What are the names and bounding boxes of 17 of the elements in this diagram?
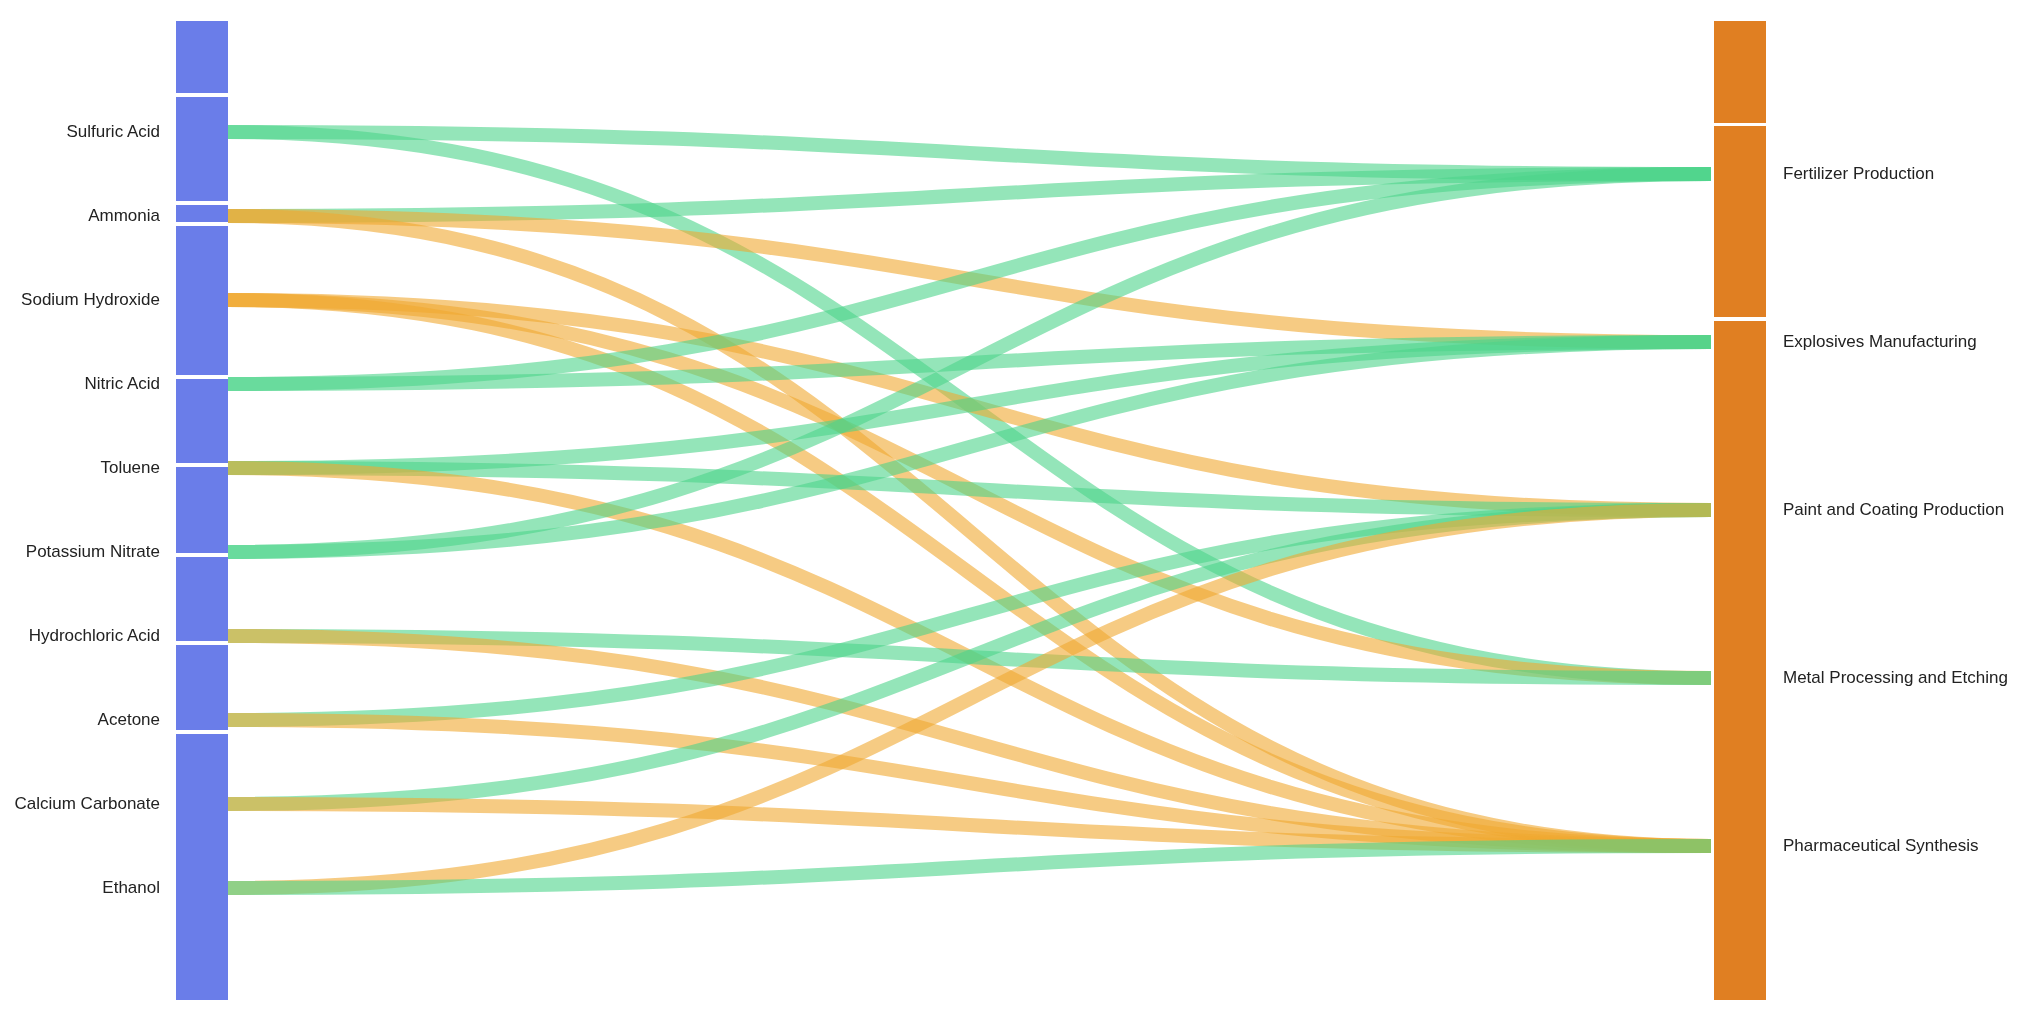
source-label: Nitric Acid [84, 373, 160, 396]
target-label: Paint and Coating Production [1783, 499, 2005, 522]
source-label: Sulfuric Acid [66, 121, 160, 144]
source-label: Potassium Nitrate [25, 541, 160, 564]
source-label: Hydrochloric Acid [28, 625, 160, 648]
source-label: Ethanol [102, 877, 160, 900]
target-label: Pharmaceutical Synthesis [1783, 835, 1979, 858]
target-label: Fertilizer Production [1783, 163, 1935, 186]
source-label: Acetone [97, 709, 160, 732]
flow-link [227, 839, 1712, 895]
flow-link [227, 335, 1712, 559]
source-label: Toluene [100, 457, 160, 480]
source-label: Ammonia [88, 205, 160, 228]
source-label: Sodium Hydroxide [21, 289, 160, 312]
target-label: Explosives Manufacturing [1783, 331, 1977, 354]
target-label: Metal Processing and Etching [1783, 667, 2008, 690]
source-label: Calcium Carbonate [14, 793, 160, 816]
